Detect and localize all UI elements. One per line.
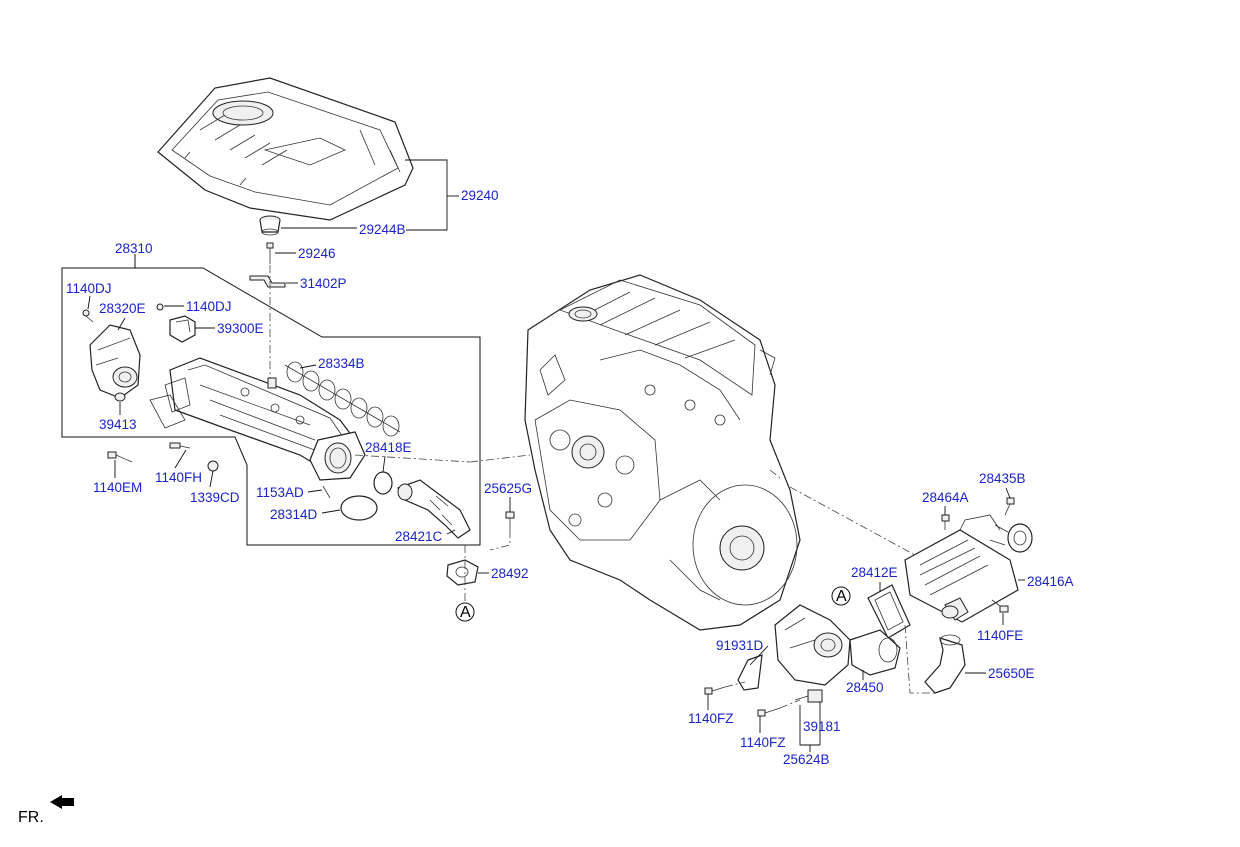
callout-28320e[interactable]: 28320E xyxy=(99,301,146,316)
throttle-gasket-28314d xyxy=(340,495,378,521)
temp-sensor-39181 xyxy=(794,689,823,703)
mounting-stud xyxy=(266,242,274,264)
callout-1140em[interactable]: 1140EM xyxy=(93,480,142,495)
callout-1140fe[interactable]: 1140FE xyxy=(977,628,1023,643)
bracket-91931d xyxy=(737,654,763,691)
ref-marker-right-text: A xyxy=(836,588,847,605)
callout-29244b[interactable]: 29244B xyxy=(359,222,406,237)
engine-block xyxy=(524,274,801,631)
egr-actuator-28435b xyxy=(989,523,1033,553)
bolt-1140fh xyxy=(169,442,191,449)
cover-grommet xyxy=(259,215,281,236)
callout-28464a[interactable]: 28464A xyxy=(922,490,969,505)
engine-cover xyxy=(157,77,414,221)
callout-39181[interactable]: 39181 xyxy=(803,719,841,734)
callout-1339cd[interactable]: 1339CD xyxy=(190,490,240,505)
callout-1140dj-a[interactable]: 1140DJ xyxy=(66,281,112,296)
coolant-hose-25650e xyxy=(924,634,966,694)
bolt-1140dj-a xyxy=(82,309,94,323)
callout-28416a[interactable]: 28416A xyxy=(1027,574,1074,589)
map-sensor xyxy=(169,315,196,343)
front-indicator-label: FR. xyxy=(18,809,44,826)
callout-labels: 29240 29244B 29246 31402P 28310 1140DJ 2… xyxy=(66,188,1074,767)
callout-28310[interactable]: 28310 xyxy=(115,241,153,256)
callout-28450[interactable]: 28450 xyxy=(846,680,884,695)
valve-actuator-28320e xyxy=(89,324,141,399)
ref-marker-right: A xyxy=(831,586,851,606)
bolt-28435b xyxy=(1004,497,1015,516)
bolt-1140fz-a xyxy=(704,686,726,695)
ref-marker-left: A xyxy=(455,602,475,622)
manifold-gasket xyxy=(284,361,401,437)
egr-pipe-28421c xyxy=(397,479,471,539)
hose-bracket xyxy=(249,275,286,288)
callout-25625g[interactable]: 25625G xyxy=(484,481,532,496)
callout-1140dj-b[interactable]: 1140DJ xyxy=(186,299,232,314)
bushing-39413 xyxy=(114,392,126,402)
callout-39300e[interactable]: 39300E xyxy=(217,321,264,336)
callout-28421c[interactable]: 28421C xyxy=(395,529,443,544)
callout-1153ad[interactable]: 1153AD xyxy=(256,485,304,500)
callout-29246[interactable]: 29246 xyxy=(298,246,336,261)
callout-28418e[interactable]: 28418E xyxy=(365,440,412,455)
callout-29240[interactable]: 29240 xyxy=(461,188,499,203)
bolt-28464a xyxy=(941,514,950,530)
front-arrow-icon xyxy=(50,795,74,809)
callout-39413[interactable]: 39413 xyxy=(99,417,137,432)
callout-28435b[interactable]: 28435B xyxy=(979,471,1026,486)
bolt-25625g xyxy=(505,511,515,530)
callout-28314d[interactable]: 28314D xyxy=(270,507,318,522)
bolt-1140fz-b xyxy=(757,707,781,717)
callout-1140fz-b[interactable]: 1140FZ xyxy=(740,735,786,750)
callout-25624b[interactable]: 25624B xyxy=(783,752,830,767)
bolt-1140fe xyxy=(991,599,1009,613)
callout-28334b[interactable]: 28334B xyxy=(318,356,365,371)
ref-marker-left-text: A xyxy=(460,604,471,621)
bolt-1140em xyxy=(107,451,133,463)
callout-25650e[interactable]: 25650E xyxy=(988,666,1035,681)
callout-28412e[interactable]: 28412E xyxy=(851,565,898,580)
nut-1339cd xyxy=(207,460,219,472)
callout-1140fz-a[interactable]: 1140FZ xyxy=(688,711,734,726)
callout-28492[interactable]: 28492 xyxy=(491,566,529,581)
egr-gasket-28492 xyxy=(446,559,479,586)
throttle-flange xyxy=(309,431,366,481)
egr-cooler xyxy=(904,514,1019,623)
egr-gasket-28412e xyxy=(867,584,911,639)
front-indicator: FR. xyxy=(18,795,74,826)
callout-31402p[interactable]: 31402P xyxy=(300,276,347,291)
egr-valve-28450 xyxy=(774,604,901,686)
callout-1140fh[interactable]: 1140FH xyxy=(155,470,202,485)
bolt-1140dj-b xyxy=(156,303,164,311)
callout-91931d[interactable]: 91931D xyxy=(716,638,764,653)
dowel-pin xyxy=(322,485,331,499)
o-ring-28418e xyxy=(373,471,393,495)
